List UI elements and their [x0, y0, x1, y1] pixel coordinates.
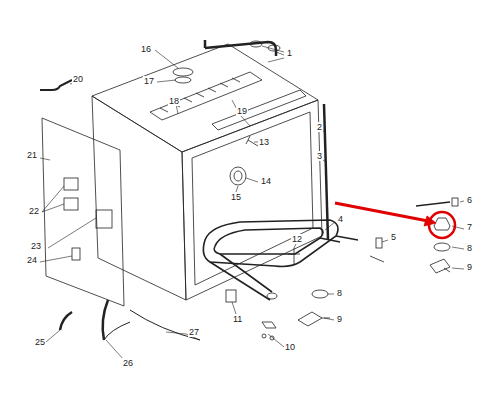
callout-number: 16 [140, 44, 152, 54]
side-rail [212, 90, 306, 130]
elbow [430, 259, 450, 273]
clip [288, 248, 300, 264]
washer [434, 243, 450, 251]
nut-7 [434, 218, 450, 230]
callout-number: 24 [26, 255, 38, 265]
tube-20 [40, 80, 72, 90]
heating-element [214, 228, 323, 254]
callout-number: 22 [28, 206, 40, 216]
panel-part [72, 248, 80, 260]
callout-number: 2 [316, 122, 323, 132]
stud [416, 202, 450, 206]
hose [130, 310, 200, 340]
callout-number: 14 [260, 176, 272, 186]
port [230, 167, 246, 185]
tub-top [92, 44, 318, 152]
callout-number: 13 [258, 137, 270, 147]
elbow [298, 312, 330, 326]
side-panel [42, 118, 124, 306]
tub-front [182, 100, 322, 300]
callout-number: 1 [286, 48, 293, 58]
bracket [262, 322, 276, 328]
highlight-arrow [335, 203, 428, 221]
clip-11 [226, 290, 236, 302]
callout-number: 8 [466, 243, 473, 253]
callout-number: 17 [143, 76, 155, 86]
callout-number: 11 [232, 314, 243, 324]
callout-number: 6 [466, 195, 473, 205]
tub-side [92, 96, 186, 300]
screw [262, 334, 266, 338]
screw [246, 136, 258, 146]
callout-number: 27 [188, 327, 200, 337]
callout-number: 25 [34, 337, 46, 347]
top-fitting-nut [175, 77, 191, 83]
highlight-circle [429, 212, 455, 238]
element-leads [210, 254, 272, 300]
hose [103, 300, 108, 340]
panel-bracket [64, 198, 78, 210]
bolt-wire [370, 256, 384, 262]
spray-tube-end [204, 40, 207, 48]
hose [104, 322, 130, 340]
screw [270, 336, 274, 340]
top-fitting [173, 68, 193, 76]
washer [312, 290, 328, 298]
element-leads [320, 236, 358, 242]
strip-segments [160, 78, 240, 112]
top-strip [150, 72, 262, 120]
panel-bracket [64, 178, 78, 190]
callout-number: 9 [336, 314, 343, 324]
callout-number: 5 [390, 232, 397, 242]
callout-number: 21 [26, 150, 38, 160]
callout-number: 9 [466, 262, 473, 272]
callout-number: 3 [316, 151, 323, 161]
element-terminal [267, 293, 277, 299]
callout-number: 10 [284, 342, 296, 352]
callout-number: 20 [72, 74, 84, 84]
callout-number: 12 [291, 234, 303, 244]
callout-number: 8 [336, 288, 343, 298]
port-inner [234, 171, 242, 181]
tube-fitting [250, 41, 262, 47]
bolt [376, 238, 382, 248]
callout-number: 15 [230, 192, 242, 202]
leader-lines [40, 46, 464, 360]
tub-opening [192, 112, 313, 285]
callout-number: 26 [122, 358, 134, 368]
callout-number: 23 [30, 241, 42, 251]
callout-number: 7 [466, 222, 473, 232]
stud-head [452, 198, 458, 206]
hose [60, 312, 72, 330]
panel-box [96, 210, 112, 228]
callout-number: 19 [236, 106, 248, 116]
heating-element [203, 220, 338, 267]
callout-number: 18 [168, 96, 180, 106]
spray-tube [205, 42, 276, 56]
callout-number: 4 [337, 214, 344, 224]
